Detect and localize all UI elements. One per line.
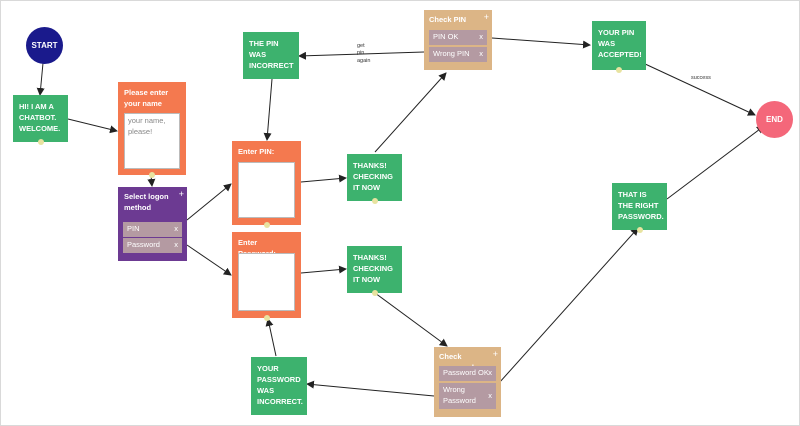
add-option-icon[interactable]: + xyxy=(492,349,498,359)
edge-checkpassword-incorrect xyxy=(306,380,435,397)
edge-checkpin-incorrect xyxy=(298,51,425,60)
thanks-pin-node[interactable]: THANKS! CHECKING IT NOW xyxy=(347,154,402,204)
pin-incorrect-text: THE PIN WAS INCORRECT xyxy=(249,39,294,70)
thanks-pin-text: THANKS! CHECKING IT NOW xyxy=(353,161,394,192)
option-password-ok[interactable]: Password OK x xyxy=(439,366,496,381)
edge-password-thanks xyxy=(300,265,347,274)
option-wrong-pin-label: Wrong PIN xyxy=(433,49,470,58)
add-option-icon[interactable]: + xyxy=(483,12,489,22)
password-right-node[interactable]: THAT IS THE RIGHT PASSWORD. xyxy=(612,183,667,233)
output-port[interactable] xyxy=(149,172,155,178)
pin-input[interactable] xyxy=(238,162,295,218)
welcome-message-text: HI! I AM A CHATBOT. WELCOME. xyxy=(19,102,61,133)
enter-name-title: Please enter your name xyxy=(124,88,169,108)
enter-name-node[interactable]: Please enter your name your name, please… xyxy=(118,82,186,178)
select-logon-node[interactable]: Select logon method + PIN x Password x xyxy=(118,187,187,261)
edge-label-get-pin-again: get pin again xyxy=(357,43,371,64)
edge-thanks-checkpin xyxy=(374,72,447,153)
option-wrong-password[interactable]: Wrong Password x xyxy=(439,383,496,409)
remove-option-icon[interactable]: x xyxy=(479,49,483,58)
output-port[interactable] xyxy=(371,198,378,204)
remove-option-icon[interactable]: x xyxy=(479,32,483,41)
check-pin-node[interactable]: Check PIN + PIN OK x Wrong PIN x xyxy=(424,10,492,70)
enter-pin-title: Enter PIN: xyxy=(238,147,275,156)
welcome-message-node[interactable]: HI! I AM A CHATBOT. WELCOME. xyxy=(13,95,68,145)
end-label: END xyxy=(766,115,783,124)
thanks-password-node[interactable]: THANKS! CHECKING IT NOW xyxy=(347,246,402,296)
option-password-ok-label: Password OK xyxy=(443,368,489,377)
output-port[interactable] xyxy=(263,315,270,321)
option-pin-ok-label: PIN OK xyxy=(433,32,459,41)
option-password[interactable]: Password x xyxy=(123,238,182,253)
edge-label-success: success xyxy=(691,75,711,81)
option-wrong-pin[interactable]: Wrong PIN x xyxy=(429,47,487,62)
option-pin[interactable]: PIN x xyxy=(123,222,182,237)
edge-thanks-checkpassword xyxy=(374,292,448,347)
edge-right-end xyxy=(666,125,765,200)
edge-start-welcome xyxy=(36,62,45,96)
edge-checkpassword-right xyxy=(498,227,639,384)
password-input[interactable] xyxy=(238,253,295,311)
start-node[interactable]: START xyxy=(26,27,63,64)
edge-select-pin xyxy=(186,183,232,221)
edge-select-password xyxy=(186,244,232,276)
edge-incorrect-password xyxy=(265,318,277,357)
end-node[interactable]: END xyxy=(756,101,793,138)
password-right-text: THAT IS THE RIGHT PASSWORD. xyxy=(618,190,664,221)
name-input[interactable]: your name, please! xyxy=(124,113,180,169)
check-password-node[interactable]: Check password + Password OK x Wrong Pas… xyxy=(434,347,501,417)
edge-pin-thanks xyxy=(300,174,347,183)
select-logon-title: Select logon method xyxy=(124,192,169,212)
remove-option-icon[interactable]: x xyxy=(174,240,178,249)
pin-incorrect-node[interactable]: THE PIN WAS INCORRECT xyxy=(243,32,299,79)
edge-checkpin-accepted xyxy=(491,37,591,49)
output-port[interactable] xyxy=(636,227,643,233)
password-incorrect-node[interactable]: YOUR PASSWORD WAS INCORRECT. xyxy=(251,357,307,415)
enter-password-node[interactable]: Enter Password: xyxy=(232,232,301,321)
output-port[interactable] xyxy=(371,290,378,296)
start-label: START xyxy=(31,41,58,50)
edge-accepted-end xyxy=(642,62,756,116)
option-pin-ok[interactable]: PIN OK x xyxy=(429,30,487,45)
option-password-label: Password xyxy=(127,240,160,249)
remove-option-icon[interactable]: x xyxy=(174,224,178,233)
option-wrong-password-label: Wrong Password xyxy=(443,385,476,405)
option-pin-label: PIN xyxy=(127,224,140,233)
check-pin-title: Check PIN xyxy=(429,15,467,24)
output-port[interactable] xyxy=(263,222,270,228)
add-option-icon[interactable]: + xyxy=(178,189,184,199)
edge-incorrect-pin xyxy=(263,78,273,141)
pin-accepted-node[interactable]: YOUR PIN WAS ACCEPTED! xyxy=(592,21,646,73)
thanks-password-text: THANKS! CHECKING IT NOW xyxy=(353,253,394,284)
password-incorrect-text: YOUR PASSWORD WAS INCORRECT. xyxy=(257,364,303,406)
edge-welcome-name xyxy=(67,118,118,134)
pin-accepted-text: YOUR PIN WAS ACCEPTED! xyxy=(598,28,642,59)
remove-option-icon[interactable]: x xyxy=(488,391,492,400)
output-port[interactable] xyxy=(37,139,44,145)
remove-option-icon[interactable]: x xyxy=(488,368,492,377)
enter-pin-node[interactable]: Enter PIN: xyxy=(232,141,301,228)
output-port[interactable] xyxy=(616,67,622,73)
